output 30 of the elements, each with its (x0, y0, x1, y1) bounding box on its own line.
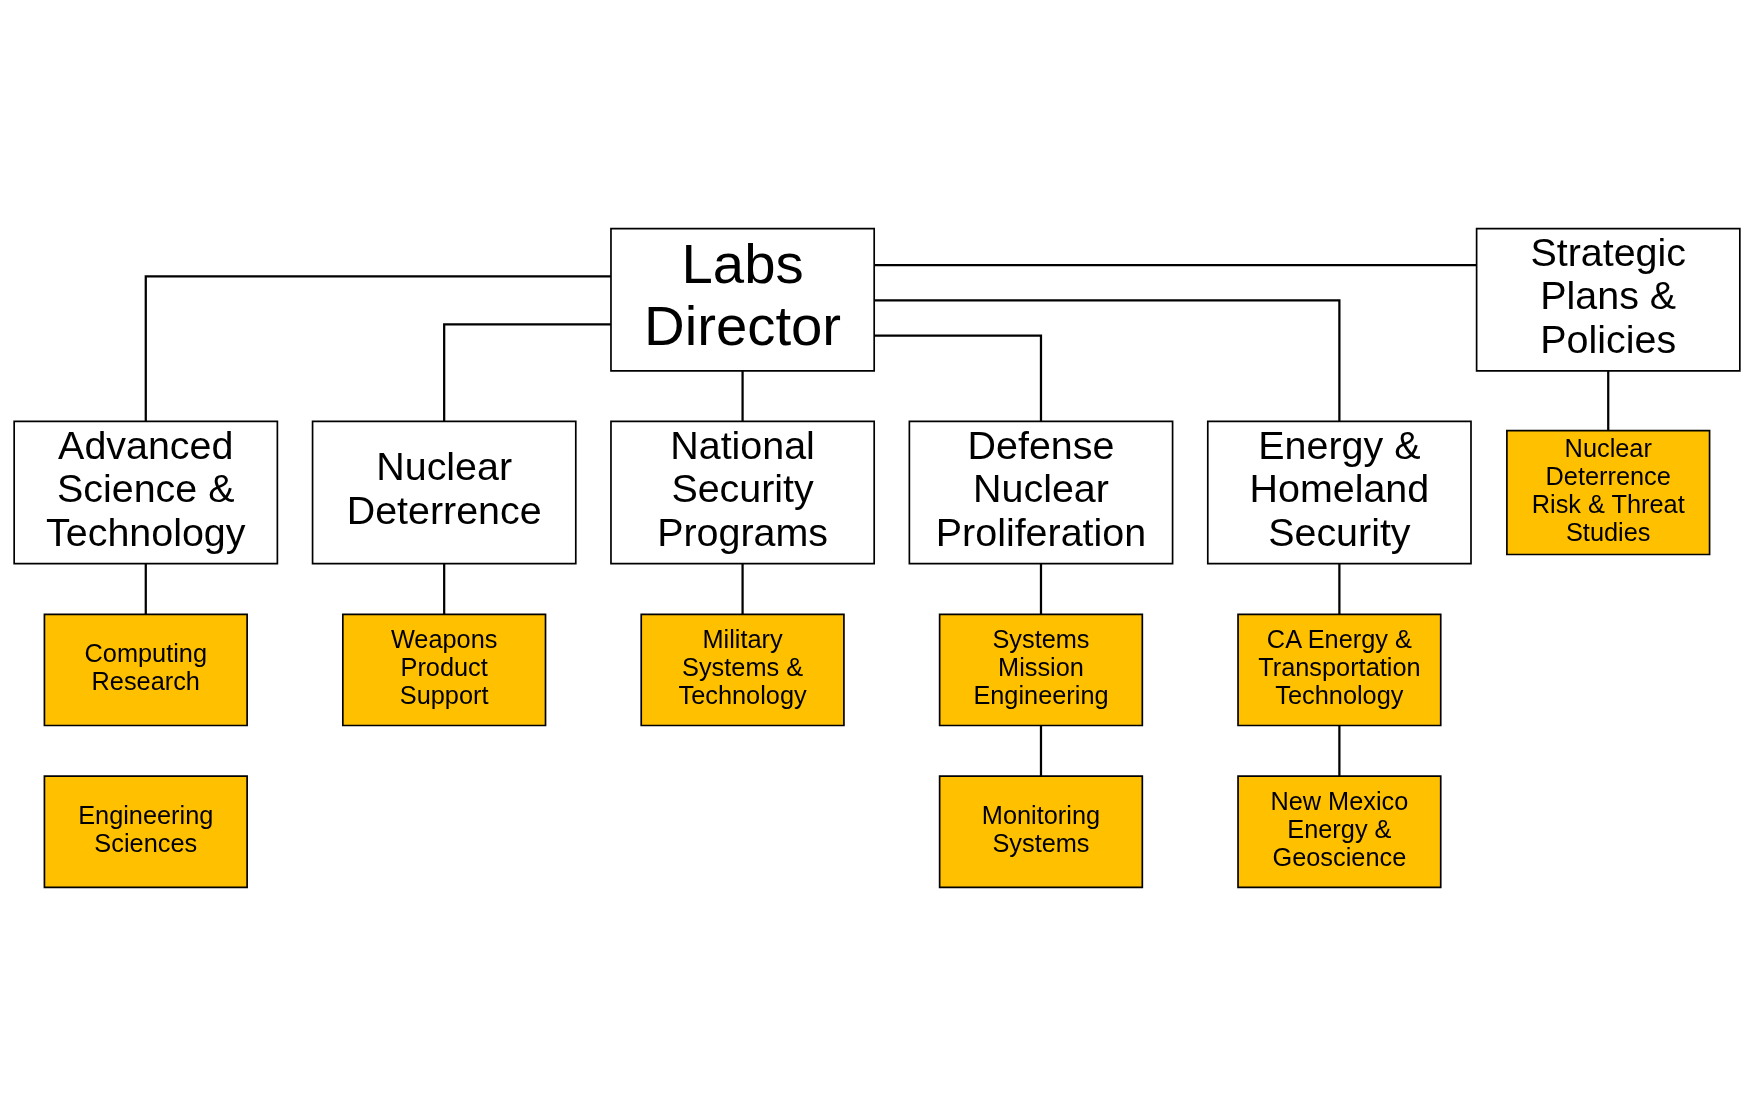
node-box: CA Energy & Transportation Technology (1237, 612, 1442, 726)
connector (1607, 370, 1610, 430)
node-box: Nuclear Deterrence Risk & Threat Studies (1506, 429, 1711, 555)
connector (144, 563, 147, 614)
connector (1338, 725, 1341, 776)
connector (144, 274, 611, 421)
node-box: Military Systems & Technology (640, 612, 845, 726)
node-box: Strategic Plans & Policies (1475, 227, 1741, 372)
connector (443, 563, 446, 614)
node-box: Labs Director (610, 227, 876, 372)
node-box: Weapons Product Support (342, 612, 547, 726)
connector (443, 322, 611, 421)
node-box: Defense Nuclear Proliferation (908, 420, 1174, 564)
node-box: Nuclear Deterrence (311, 420, 577, 564)
connector (741, 370, 744, 421)
connector (874, 298, 1341, 421)
connector (1039, 725, 1043, 776)
node-box: New Mexico Energy & Geoscience (1237, 774, 1442, 888)
node-box: Monitoring Systems (938, 774, 1144, 888)
node-box: Systems Mission Engineering (938, 612, 1144, 726)
node-box: Computing Research (43, 612, 248, 726)
connector (874, 334, 1043, 421)
connector (874, 263, 1477, 266)
node-box: National Security Programs (610, 420, 876, 564)
connector (1338, 563, 1341, 614)
connector (741, 563, 744, 614)
node-box: Energy & Homeland Security (1206, 420, 1472, 564)
connector (1039, 563, 1043, 614)
node-box: Advanced Science & Technology (13, 420, 279, 564)
node-box: Engineering Sciences (43, 774, 248, 888)
